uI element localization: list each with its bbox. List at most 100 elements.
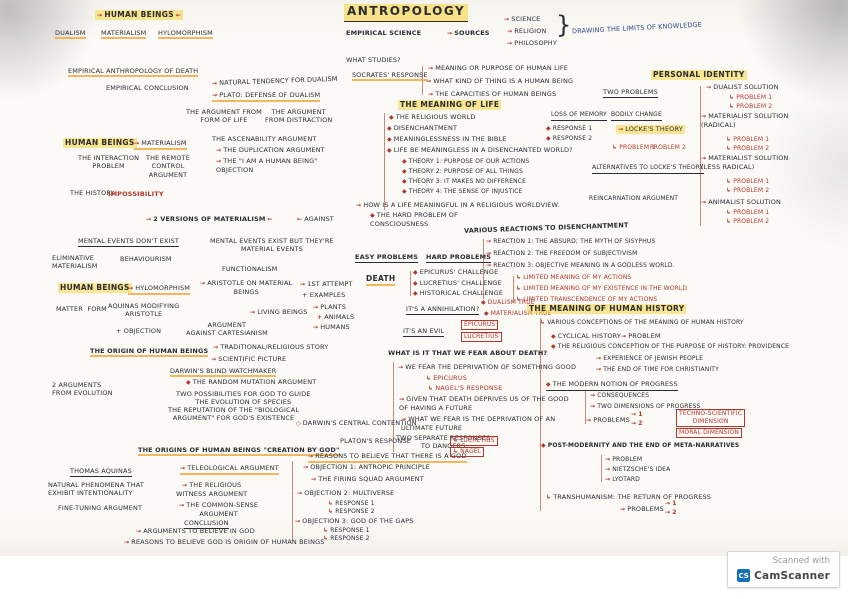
map-node: + OBJECTION	[116, 327, 161, 335]
arrow-icon: →	[621, 333, 627, 340]
arrow-icon: →	[211, 356, 217, 363]
map-node-label: ANTROPOLOGY	[347, 4, 466, 18]
map-node-label: THE MEANING OF HUMAN HISTORY	[529, 304, 685, 313]
map-node: AQUINAS MODIFYING ARISTOTLE	[108, 302, 179, 319]
arrow-icon: →	[182, 482, 188, 489]
map-node-label: NATURAL PHENOMENA THAT EXHIBIT INTENTION…	[48, 481, 144, 498]
map-node: LUCRETIUS	[461, 332, 502, 342]
map-node: ↳RESPONSE 1	[323, 527, 370, 535]
arrow-icon: ◆	[546, 135, 551, 142]
map-node-label: EPICURUS	[464, 321, 496, 328]
map-node: ◆THE RANDOM MUTATION ARGUMENT	[186, 378, 316, 387]
map-node-label: REASONS TO BELIEVE GOD IS ORIGIN OF HUMA…	[131, 538, 325, 546]
map-node-label: + OBJECTION	[116, 327, 162, 335]
map-node-label: MATERIALIST SOLUTION (RADICAL)	[701, 112, 789, 129]
map-node: THOMAS AQUINAS	[70, 467, 132, 478]
map-node: →REACTION 3: OBJECTIVE MEANING IN A GODL…	[486, 262, 675, 270]
map-node-label: HISTORICAL CHALLENGE	[419, 289, 504, 297]
map-node: →PROBLEMS	[586, 416, 630, 425]
arrow-icon: ◆	[402, 178, 407, 185]
map-node-label: ALTERNATIVES TO LOCKE'S THEORY	[592, 164, 704, 171]
map-node-label: ARGUMENT AGAINST CARTESIANISM	[186, 321, 268, 338]
map-node: →DUALIST SOLUTION	[706, 83, 779, 92]
map-node-label: THE ARGUMENT FROM FORM OF LIFE	[186, 108, 262, 125]
map-node-label: RESPONSE 1	[335, 500, 375, 507]
arrow-icon: ◆	[387, 136, 392, 143]
map-node-label: THE COMMON-SENSE ARGUMENT	[186, 501, 259, 518]
map-node: THE ORIGIN OF HUMAN BEINGS	[90, 347, 208, 355]
map-node: →PLATO: DEFENSE OF DUALISM	[212, 91, 320, 100]
camscanner-badge: Scanned with CS CamScanner	[727, 551, 840, 588]
map-node-label: LUCRETIUS	[464, 333, 499, 340]
map-node: TWO PROBLEMS	[603, 88, 658, 99]
map-node: →REASONS TO BELIEVE GOD IS ORIGIN OF HUM…	[124, 538, 325, 547]
arrow-icon: ◆	[481, 299, 486, 306]
map-node: →SOURCES	[447, 29, 490, 38]
map-node: →HYLOMORPHISM	[128, 284, 190, 293]
arrow-icon: ↳	[612, 144, 618, 151]
map-node-label: NATURAL TENDENCY FOR DUALISM	[219, 74, 338, 87]
map-node: →TWO DIMENSIONS OF PROGRESS	[590, 403, 700, 411]
map-node: →HOW IS A LIFE MEANINGFUL IN A RELIGIOUS…	[356, 201, 560, 210]
map-node: REINCARNATION ARGUMENT	[589, 195, 678, 203]
map-node: →EXPERIENCE OF JEWISH PEOPLE	[596, 355, 703, 363]
map-node: HUMAN BEINGS	[63, 138, 137, 148]
map-node-label: THE RANDOM MUTATION ARGUMENT	[192, 378, 317, 386]
map-node: NATURAL PHENOMENA THAT EXHIBIT INTENTION…	[48, 481, 144, 498]
arrow-icon: →	[447, 30, 453, 37]
arrow-icon: →	[701, 113, 707, 120]
map-node-label: DUALISM	[55, 29, 86, 37]
map-node: →CONSEQUENCES	[590, 392, 649, 400]
arrow-icon: →	[136, 528, 142, 535]
map-node-label: THE ORIGIN OF HUMAN BEINGS	[90, 347, 209, 355]
map-node-label: PROBLEM 2	[733, 145, 770, 152]
map-node: ◆THEORY 2: PURPOSE OF ALL THINGS	[402, 168, 523, 176]
arrow-icon: →	[216, 158, 222, 165]
connector-line	[292, 461, 293, 541]
arrow-icon: →	[303, 464, 309, 471]
map-node: CONCLUSION	[184, 519, 229, 530]
map-node: DEATH	[366, 274, 395, 284]
connector-line	[513, 276, 514, 303]
map-node: THE ORIGINS OF HUMAN BEINGS "CREATION BY…	[138, 446, 340, 454]
map-node-label: WHAT KIND OF THING IS A HUMAN BEING	[433, 77, 574, 85]
map-node-label: LUCRETIUS' CHALLENGE	[419, 279, 502, 287]
camscanner-brand: CamScanner	[754, 569, 830, 582]
map-node: DARWIN'S BLIND WATCHMAKER	[170, 367, 276, 375]
arrow-icon: ↳	[426, 375, 432, 382]
map-node: ↳LIMITED MEANING OF MY EXISTENCE IN THE …	[516, 285, 687, 293]
arrow-icon: ◆	[389, 114, 394, 121]
map-node: MENTAL EVENTS DON'T EXIST	[78, 237, 179, 248]
map-node: ◆DUALISM TRUE	[481, 299, 535, 307]
map-node: ↳PROBLEM 2	[726, 187, 769, 195]
map-node-label: PROBLEM 1	[733, 209, 770, 216]
map-node: ◆THEORY 1: PURPOSE OF OUR ACTIONS	[402, 158, 529, 166]
map-node-label: DRAWING THE LIMITS OF KNOWLEDGE	[571, 20, 703, 36]
map-node: →OBJECTION 1: ANTROPIC PRINCIPLE	[303, 463, 430, 472]
map-node: THE MEANING OF LIFE	[398, 100, 502, 110]
map-node-label: EMPIRICAL SCIENCE	[346, 29, 422, 37]
map-node-label: VARIOUS CONCEPTIONS OF THE MEANING OF HU…	[547, 319, 744, 326]
map-node-label: DISENCHANTMENT	[393, 124, 458, 132]
page-title: ANTROPOLOGY	[344, 4, 469, 22]
map-node-label: RESPONSE 2	[330, 535, 370, 542]
arrow-icon: ◆	[551, 343, 556, 350]
arrow-icon: ↳	[729, 103, 735, 110]
map-node-label: REACTION 2: THE FREEDOM OF SUBJECTIVISM	[493, 250, 638, 257]
map-node: →THE "I AM A HUMAN BEING" OBJECTION	[216, 157, 317, 174]
map-node: ↳TRANSHUMANISM: THE RETURN OF PROGRESS	[546, 493, 711, 502]
map-node: ARGUMENT AGAINST CARTESIANISM	[186, 321, 268, 338]
map-node: →MATERIALIST SOLUTION (RADICAL)	[701, 112, 789, 129]
arrow-icon: →	[486, 250, 492, 257]
map-node: →2	[665, 509, 677, 517]
connector-line	[585, 391, 586, 424]
arrow-icon: →	[295, 518, 301, 525]
map-node-label: ARGUMENTS TO BELIEVE IN GOD	[143, 527, 255, 535]
map-node-label: PROBLEMS	[627, 505, 664, 513]
map-node-label: PLATON'S RESPONSE	[340, 437, 411, 445]
map-node-label: PLANTS	[320, 303, 347, 311]
map-node-label: THE ASCENABILITY ARGUMENT	[212, 135, 317, 143]
arrow-icon: ↳	[428, 385, 434, 392]
map-node-label: LYOTARD	[612, 476, 640, 483]
map-node: →HUMANS	[313, 323, 350, 332]
